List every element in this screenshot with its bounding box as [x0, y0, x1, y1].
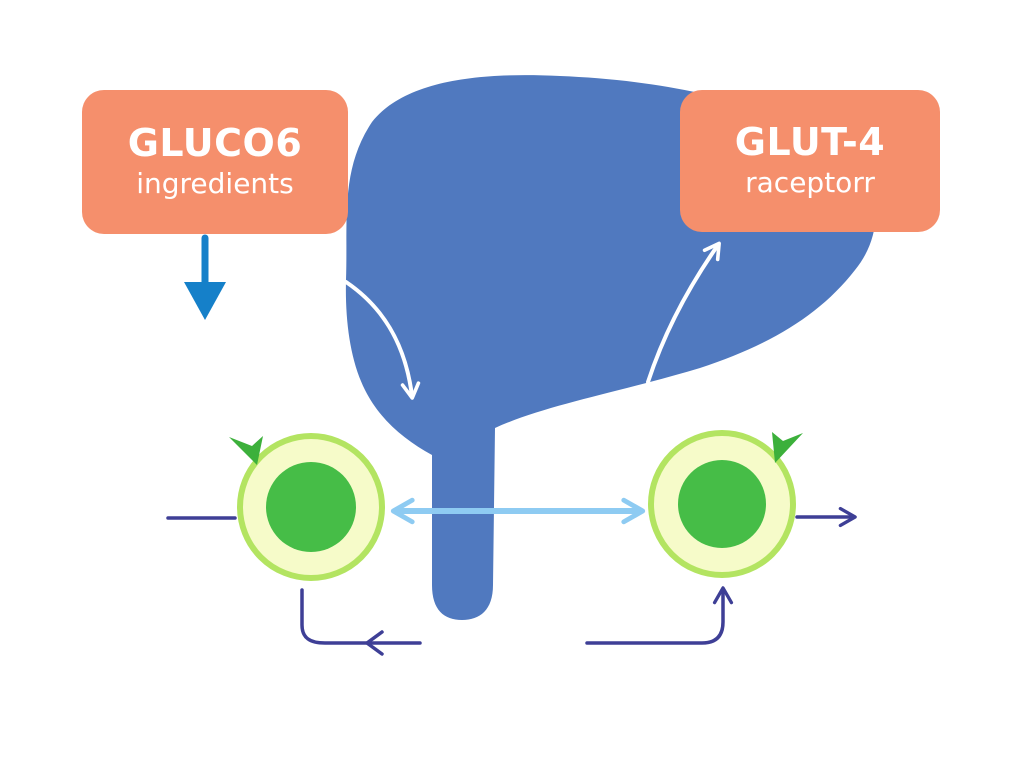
down-arrow-icon: [184, 234, 226, 320]
leaf-marker-icon: [229, 436, 263, 465]
leaf-marker-icon: [772, 432, 803, 463]
label-left-subtitle: ingredients: [136, 167, 294, 201]
left-cell: [229, 433, 385, 581]
label-right-subtitle: raceptorr: [745, 166, 875, 200]
label-right-title: GLUT-4: [734, 119, 886, 164]
curved-arrow-into-organ: [344, 280, 421, 400]
pathway-arrow-right-return: [585, 586, 734, 645]
pathway-arrow-left-return: [300, 588, 422, 645]
pathway-arrowhead-left-return: [365, 630, 384, 656]
label-box-right: GLUT-4 raceptorr: [680, 90, 940, 232]
label-left-title: GLUCO6: [127, 120, 303, 165]
curved-arrow-to-receptor: [646, 241, 721, 384]
right-cell: [648, 430, 803, 578]
label-box-left: GLUCO6 ingredients: [82, 90, 348, 234]
